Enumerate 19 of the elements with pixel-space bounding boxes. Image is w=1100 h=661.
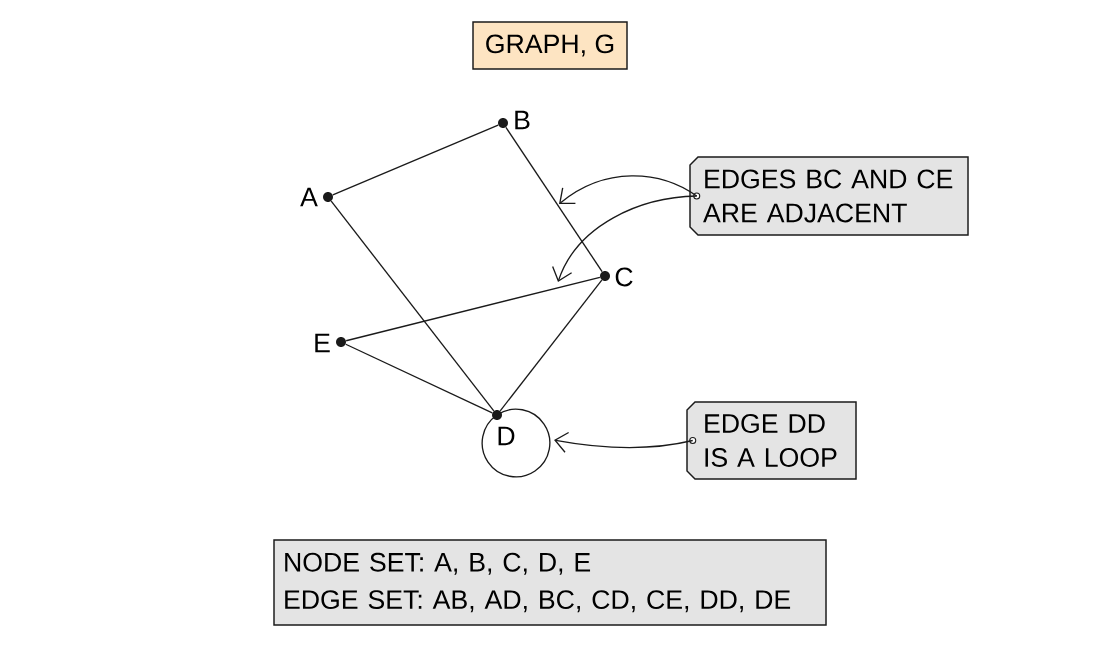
edge-line — [345, 276, 601, 342]
loop-line — [481, 408, 551, 478]
vertex-label: C — [615, 267, 633, 287]
vertex-label: E — [315, 333, 330, 353]
edge-line — [345, 343, 493, 414]
title-box: GRAPH, G — [472, 21, 628, 70]
vertex-label: D — [498, 426, 515, 446]
edge-line — [330, 200, 495, 412]
curved-arrow — [551, 195, 698, 282]
callout-tag: EDGE DD IS A LOOP — [686, 401, 857, 480]
edge-line — [499, 279, 603, 412]
callout-tag: EDGES BC AND CE ARE ADJACENT — [689, 156, 969, 236]
edge-line — [505, 126, 603, 273]
curved-arrow — [554, 431, 694, 453]
curved-arrow — [559, 175, 698, 205]
edge-line — [332, 124, 499, 196]
vertex-label: A — [300, 187, 318, 207]
info-box: NODE SET: A, B, C, D, E EDGE SET: AB, AD, BC, CD, CE, DD, DE — [273, 539, 827, 626]
vertex-label: B — [515, 110, 530, 130]
